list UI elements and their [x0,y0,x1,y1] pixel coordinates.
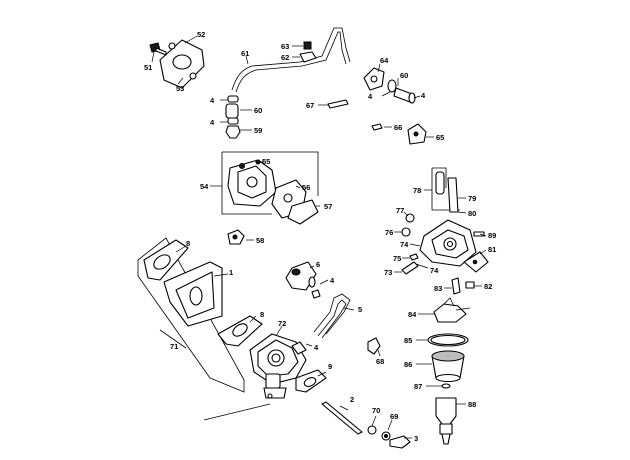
callout-64: 64 [380,56,389,65]
callout-82: 82 [484,282,492,291]
callout-4-col-mid: 4 [210,118,215,127]
float-bowl-stack-84-88 [416,297,471,445]
callout-74-lower: 74 [430,266,439,275]
callout-58: 58 [256,236,264,245]
elbow-58 [227,229,254,245]
callout-62: 62 [281,53,289,62]
carburetor-72 [249,325,313,399]
callout-67: 67 [306,101,314,110]
fuel-pump-54-group [210,151,320,225]
callout-78: 78 [413,186,421,195]
callout-86: 86 [404,360,412,369]
fittings-62-63 [292,41,317,63]
clip-65-screw-66 [371,123,434,145]
callout-87: 87 [414,382,422,391]
callout-55: 55 [262,157,270,166]
callout-89: 89 [488,231,496,240]
hose-64-group [363,63,421,104]
callout-75: 75 [393,254,401,263]
stud-2 [321,401,363,435]
fuel-tube-61 [231,27,351,93]
callout-60-col: 60 [254,106,262,115]
callout-61: 61 [241,49,249,58]
callout-8-lower: 8 [260,310,264,319]
carb-detail-73-89 [394,167,489,295]
callout-73: 73 [384,268,392,277]
callout-85: 85 [404,336,412,345]
callout-4-hose: 4 [368,92,373,101]
callout-4-right: 4 [421,91,426,100]
callout-6: 6 [316,260,320,269]
callout-5: 5 [358,305,362,314]
callout-2: 2 [350,395,354,404]
callout-51: 51 [144,63,152,72]
column-fittings-4-60-59 [220,95,252,139]
callout-4-filter: 4 [330,276,335,285]
callout-70: 70 [372,406,380,415]
air-cleaner-group-1-8-71 [137,237,263,393]
callout-74-upper: 74 [400,240,409,249]
callout-79: 79 [468,194,476,203]
callout-4-carb: 4 [314,343,319,352]
callout-81: 81 [488,245,496,254]
callout-60-top: 60 [400,71,408,80]
filter-6-hose-5 [285,261,355,339]
callout-4-col-top: 4 [210,96,215,105]
callout-76: 76 [385,228,393,237]
callout-69: 69 [390,412,398,421]
callout-71: 71 [170,342,178,351]
callout-56: 56 [302,183,310,192]
callout-88: 88 [468,400,476,409]
callout-63: 63 [281,42,289,51]
pin-67 [318,99,349,109]
callout-65: 65 [436,133,444,142]
callout-52: 52 [197,30,205,39]
callout-80: 80 [468,209,476,218]
callout-84: 84 [408,310,417,319]
gasket-9 [203,369,327,421]
callout-3: 3 [414,434,418,443]
callout-labels: 52 51 53 61 63 62 64 60 4 4 4 60 4 59 67… [144,30,496,443]
callout-57: 57 [324,202,332,211]
callout-53: 53 [176,84,184,93]
hardware-68-70-69-3 [367,337,412,449]
callout-72: 72 [278,319,286,328]
mounting-plate-group [149,35,205,89]
callout-59: 59 [254,126,262,135]
callout-68: 68 [376,357,384,366]
callout-1: 1 [229,268,233,277]
callout-66: 66 [394,123,402,132]
callout-9: 9 [328,362,332,371]
callout-77: 77 [396,206,404,215]
callout-54: 54 [200,182,209,191]
callout-8-upper: 8 [186,239,190,248]
callout-83: 83 [434,284,442,293]
